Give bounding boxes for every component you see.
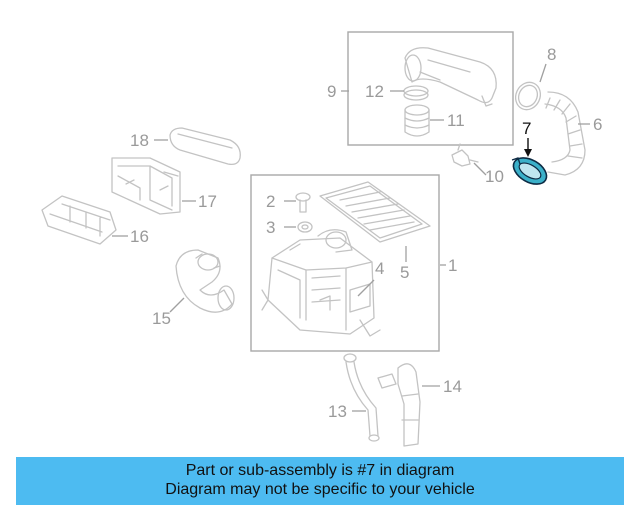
callout-12: 12 <box>365 82 384 101</box>
callout-16: 16 <box>130 227 149 246</box>
callout-2: 2 <box>266 192 275 211</box>
callout-6: 6 <box>593 115 602 134</box>
callout-1: 1 <box>448 256 457 275</box>
part-5-filter-element <box>319 181 431 243</box>
callout-7: 7 <box>522 119 531 138</box>
part-7-hose-clamp <box>511 157 548 185</box>
part-6-bellows-hose <box>544 91 586 176</box>
part-3-washer <box>297 221 313 233</box>
part-9-intake-duct <box>404 47 497 107</box>
part-8-clamp <box>514 81 542 111</box>
callout-9: 9 <box>327 82 336 101</box>
part-10-fitting <box>451 143 479 167</box>
part-18-cover <box>169 127 241 166</box>
part-15-intake-elbow <box>175 249 235 313</box>
part-16-air-channel <box>41 195 117 245</box>
inset-frame-main <box>250 174 440 352</box>
info-banner: Part or sub-assembly is #7 in diagram Di… <box>16 457 624 505</box>
callout-18: 18 <box>130 131 149 150</box>
callout-17: 17 <box>198 192 217 211</box>
part-13-drain-tube <box>343 353 380 442</box>
callout-8: 8 <box>547 45 556 64</box>
part-2-grommet <box>295 192 311 213</box>
part-11-coupler <box>404 104 430 137</box>
callout-5: 5 <box>400 263 409 282</box>
banner-line-part: Part or sub-assembly is #7 in diagram <box>185 462 455 479</box>
callout-4: 4 <box>375 259 384 278</box>
part-1-filter-housing <box>261 229 381 337</box>
banner-line-disclaimer: Diagram may not be specific to your vehi… <box>165 481 475 498</box>
callout-11: 11 <box>447 111 465 130</box>
callout-labels: 1 2 3 4 5 6 7 8 9 10 11 12 13 14 15 16 1… <box>130 45 602 421</box>
callout-14: 14 <box>443 377 462 396</box>
part-12-clamp <box>403 85 429 101</box>
inset-frame-top <box>347 31 514 146</box>
callout-10: 10 <box>485 167 504 186</box>
callout-13: 13 <box>328 402 347 421</box>
callout-15: 15 <box>152 309 171 328</box>
leader-lines <box>112 63 590 412</box>
part-17-air-guide <box>111 157 181 215</box>
callout-3: 3 <box>266 218 275 237</box>
part-14-hose <box>377 363 421 447</box>
